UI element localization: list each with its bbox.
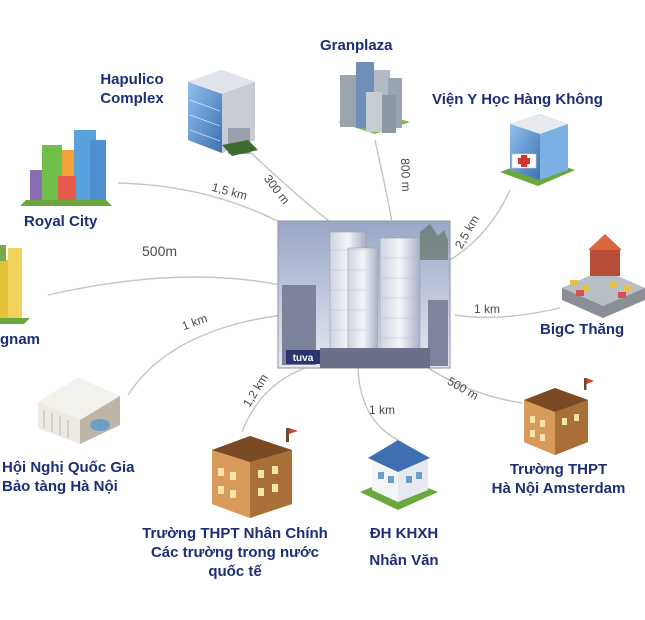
- label-hoi-nghi: Hội Nghị Quốc Gia Bảo tàng Hà Nội: [2, 458, 135, 496]
- label-dh-khxh: ĐH KHXH Nhân Văn: [352, 524, 456, 570]
- label-hapulico-line2: Complex: [100, 90, 164, 107]
- label-amsterdam-line1: Trường THPT: [509, 461, 608, 478]
- distance-granplaza: 800 m: [398, 158, 414, 192]
- line-bigc: [454, 307, 561, 319]
- amsterdam-building-icon: [524, 378, 594, 455]
- tuva-logo: tuva: [293, 353, 314, 364]
- keangnam-building-icon: [0, 245, 30, 324]
- label-amsterdam-line2: Hà Nội Amsterdam: [491, 480, 626, 497]
- label-nhan-chinh-line3: quốc tế: [208, 563, 262, 580]
- nhan-chinh-building-icon: [212, 428, 298, 518]
- line-royal-city: [117, 182, 286, 226]
- label-vien-y-hoc: Viện Y Học Hàng Không: [432, 91, 603, 108]
- royal-city-building-icon: [20, 130, 112, 206]
- hoi-nghi-building-icon: [38, 378, 120, 444]
- bigc-building-icon: [562, 234, 645, 318]
- line-vien-y-hoc: [449, 189, 511, 261]
- label-nhan-chinh-line2: Các trường trong nước: [150, 544, 320, 561]
- hapulico-building-icon: [188, 70, 258, 156]
- line-nhan-chinh: [241, 367, 306, 433]
- label-hapulico-line1: Hapulico: [100, 71, 164, 88]
- label-dh-khxh-line1: ĐH KHXH: [369, 525, 439, 542]
- line-hapulico: [247, 149, 331, 223]
- center-project-image: tuva: [277, 220, 451, 369]
- label-hoi-nghi-line1: Hội Nghị Quốc Gia: [2, 459, 135, 476]
- label-amsterdam: Trường THPT Hà Nội Amsterdam: [472, 460, 645, 498]
- label-hapulico: Hapulico Complex: [82, 70, 182, 108]
- label-dh-khxh-line2: Nhân Văn: [369, 552, 439, 569]
- label-nhan-chinh-line1: Trường THPT Nhân Chính: [142, 525, 328, 542]
- line-amsterdam: [424, 365, 523, 404]
- label-keangnam: gnam: [0, 331, 41, 348]
- label-granplaza: Granplaza: [320, 37, 393, 54]
- line-hoi-nghi: [127, 314, 283, 396]
- distance-keangnam: 500m: [142, 243, 178, 259]
- line-dh-khxh: [357, 367, 399, 441]
- dh-khxh-building-icon: [360, 440, 438, 510]
- line-granplaza: [374, 139, 393, 223]
- line-keangnam: [47, 276, 281, 296]
- label-royal-city: Royal City: [24, 213, 98, 230]
- vien-y-hoc-building-icon: [500, 114, 575, 186]
- label-hoi-nghi-line2: Bảo tàng Hà Nội: [2, 478, 118, 495]
- distance-dh-khxh: 1 km: [369, 403, 396, 417]
- distance-bigc: 1 km: [474, 302, 501, 316]
- granplaza-building-icon: [338, 62, 410, 134]
- label-nhan-chinh: Trường THPT Nhân Chính Các trường trong …: [120, 524, 350, 581]
- label-bigc: BigC Thăng: [540, 321, 625, 338]
- connector-lines: [47, 139, 561, 441]
